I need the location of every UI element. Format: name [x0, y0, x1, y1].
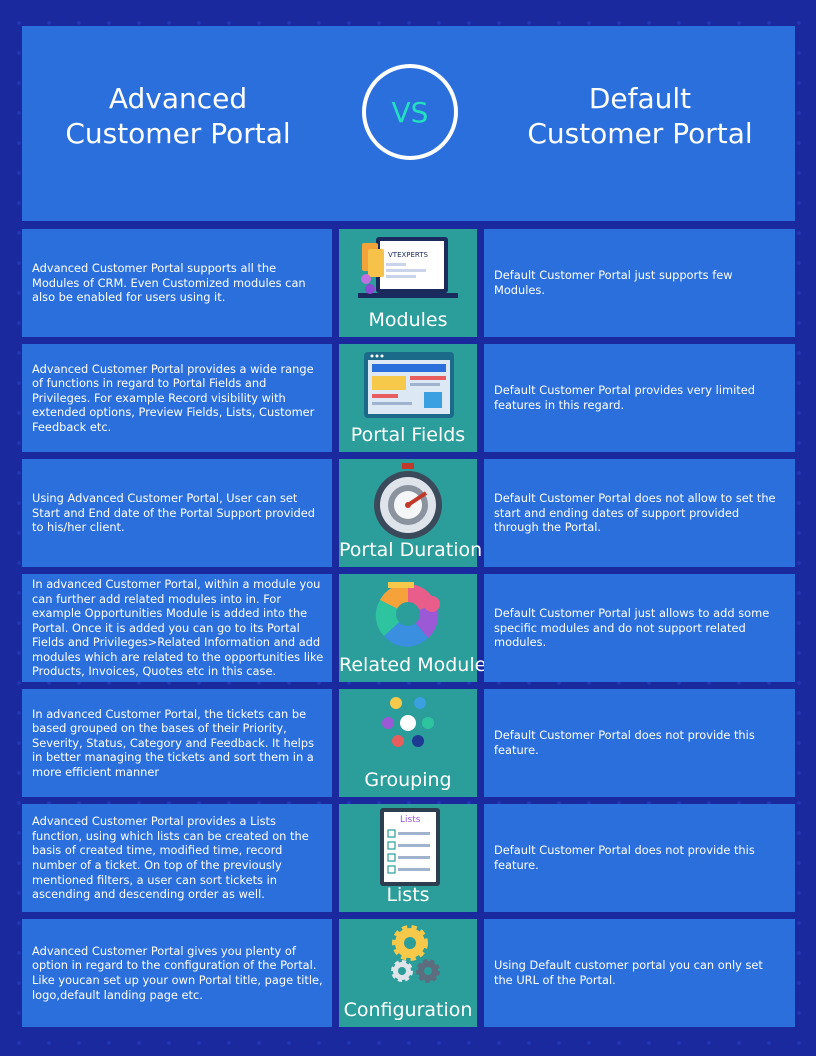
comparison-row-related-module: In advanced Customer Portal, within a mo…: [22, 574, 795, 682]
comparison-row-portal-duration: Using Advanced Customer Portal, User can…: [22, 459, 795, 567]
comparison-row-configuration: Advanced Customer Portal gives you plent…: [22, 919, 795, 1027]
feature-title: Grouping: [364, 769, 452, 791]
feature-cell: Grouping: [339, 689, 477, 797]
vs-badge: VS: [362, 64, 458, 160]
comparison-row-grouping: In advanced Customer Portal, the tickets…: [22, 689, 795, 797]
advanced-portal-heading: Advanced Customer Portal: [65, 82, 291, 150]
feature-cell: Lists Lists: [339, 804, 477, 912]
checklist-icon: Lists: [380, 808, 440, 886]
feature-cell: VTEXPERTS Modules: [339, 229, 477, 337]
feature-title: Related Module: [339, 654, 487, 676]
comparison-row-lists: Advanced Customer Portal provides a List…: [22, 804, 795, 912]
default-description: Default Customer Portal does not provide…: [484, 689, 795, 797]
advanced-description: Advanced Customer Portal provides a List…: [22, 804, 332, 912]
default-description: Default Customer Portal just allows to a…: [484, 574, 795, 682]
stopwatch-icon: [374, 463, 442, 539]
advanced-description: In advanced Customer Portal, within a mo…: [22, 574, 332, 682]
feature-title: Portal Duration: [339, 539, 483, 561]
feature-cell: Related Module: [339, 574, 487, 682]
checklist-title: Lists: [400, 815, 421, 825]
browser-window-icon: [364, 352, 454, 418]
gears-icon: [391, 925, 440, 983]
feature-cell: Portal Fields: [339, 344, 477, 452]
default-description: Default Customer Portal provides very li…: [484, 344, 795, 452]
default-portal-heading: Default Customer Portal: [527, 82, 753, 150]
comparison-header: Advanced Customer Portal VS Default Cust…: [22, 26, 795, 221]
default-description: Using Default customer portal you can on…: [484, 919, 795, 1027]
related-module-icon: [375, 582, 440, 647]
feature-cell: Configuration: [339, 919, 477, 1027]
feature-cell: Portal Duration: [339, 459, 483, 567]
default-description: Default Customer Portal just supports fe…: [484, 229, 795, 337]
team-group-icon: [382, 697, 434, 747]
default-description: Default Customer Portal does not allow t…: [484, 459, 795, 567]
advanced-description: Advanced Customer Portal provides a wide…: [22, 344, 332, 452]
comparison-row-portal-fields: Advanced Customer Portal provides a wide…: [22, 344, 795, 452]
feature-title: Portal Fields: [350, 424, 466, 446]
feature-title: Lists: [386, 884, 430, 906]
feature-title: Configuration: [343, 999, 473, 1021]
advanced-description: Advanced Customer Portal gives you plent…: [22, 919, 332, 1027]
comparison-row-modules: Advanced Customer Portal supports all th…: [22, 229, 795, 337]
advanced-description: In advanced Customer Portal, the tickets…: [22, 689, 332, 797]
advanced-description: Advanced Customer Portal supports all th…: [22, 229, 332, 337]
vtexperts-logo: VTEXPERTS: [388, 251, 429, 259]
default-description: Default Customer Portal does not provide…: [484, 804, 795, 912]
feature-title: Modules: [368, 309, 448, 331]
advanced-description: Using Advanced Customer Portal, User can…: [22, 459, 332, 567]
laptop-modules-icon: VTEXPERTS: [358, 237, 458, 298]
